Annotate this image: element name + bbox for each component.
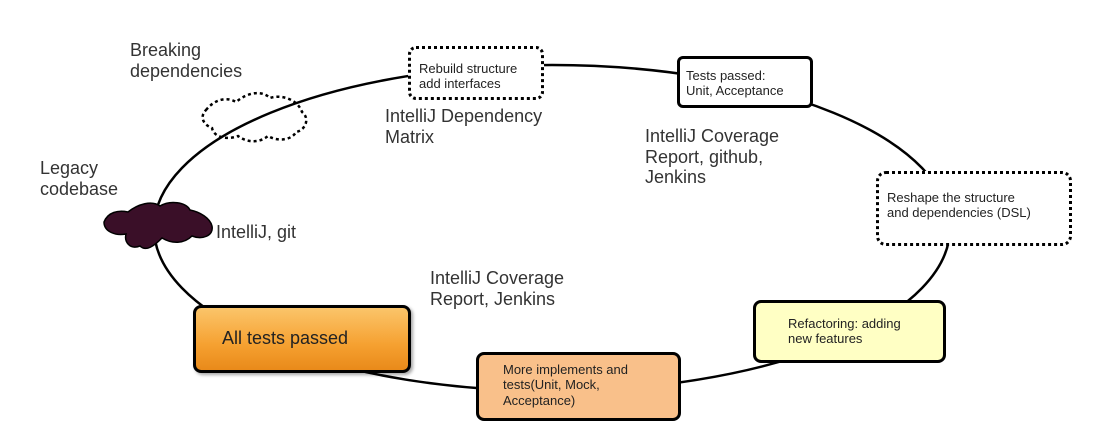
- more-implements-box: More implements and tests(Unit, Mock, Ac…: [476, 352, 681, 421]
- rebuild-structure-box: Rebuild structure add interfaces: [408, 46, 544, 100]
- coverage-jenkins-label: IntelliJ Coverage Report, Jenkins: [430, 268, 565, 309]
- refactoring-box: Refactoring: adding new features: [753, 300, 946, 363]
- tests-passed-box: Tests passed: Unit, Acceptance: [677, 56, 813, 108]
- all-tests-passed-box: All tests passed: [193, 305, 411, 373]
- reshape-structure-box: Reshape the structure and dependencies (…: [876, 171, 1072, 246]
- legacy-codebase-shape: [103, 201, 213, 250]
- dependency-matrix-label: IntelliJ Dependency Matrix: [385, 106, 543, 147]
- legacy-codebase-label: Legacy codebase: [40, 158, 119, 199]
- coverage-github-label: IntelliJ Coverage Report, github, Jenkin…: [645, 126, 780, 188]
- breaking-dependencies-label: Breaking dependencies: [130, 40, 243, 81]
- intellij-git-label: IntelliJ, git: [216, 222, 297, 242]
- breaking-dependencies-shape: [201, 91, 308, 143]
